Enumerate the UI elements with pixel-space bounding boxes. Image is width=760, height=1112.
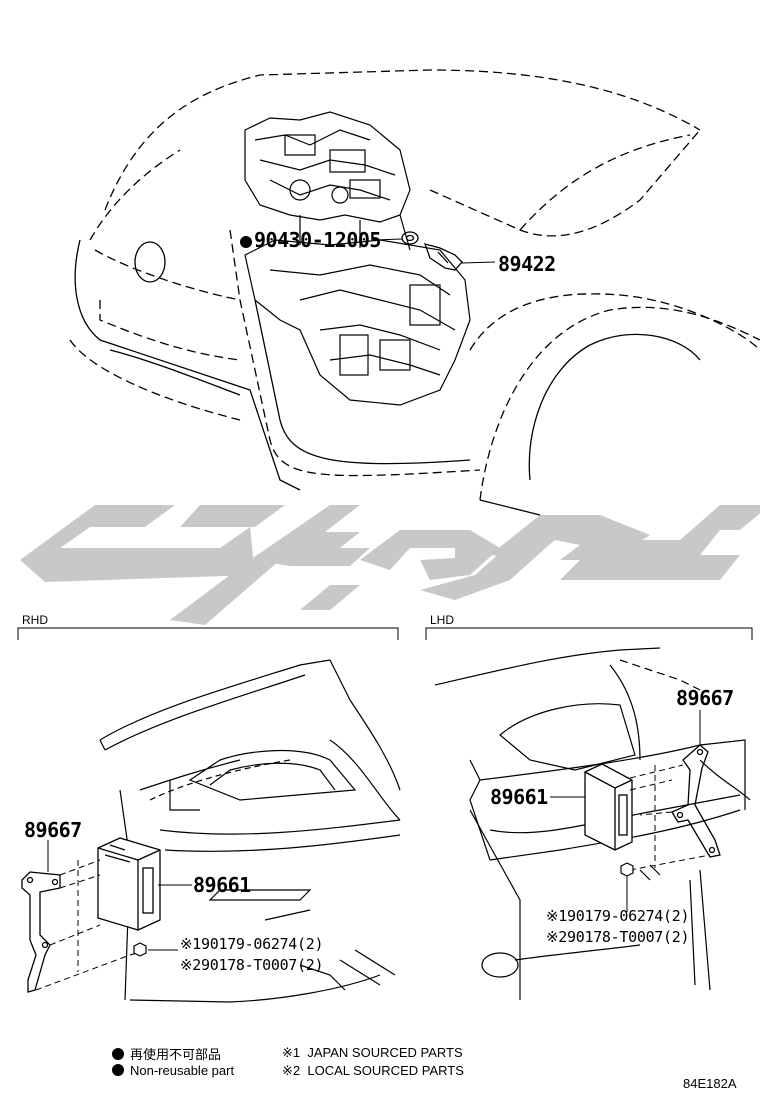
lhd-nut2-mark: ※2 bbox=[546, 928, 567, 946]
nonreusable-dot-icon bbox=[240, 236, 252, 248]
section-frames bbox=[17, 627, 753, 640]
rhd-part-number-ecu: 89661 bbox=[193, 873, 251, 897]
rhd-nut1-part: ※190179-06274(2) bbox=[180, 935, 324, 953]
watermark-logo bbox=[20, 505, 760, 625]
lhd-nut2-part: ※290178-T0007(2) bbox=[546, 928, 690, 946]
legend-dot-icon bbox=[112, 1048, 124, 1060]
legend-mark2: ※2 LOCAL SOURCED PARTS bbox=[282, 1063, 464, 1079]
rhd-nut2-mark: ※2 bbox=[180, 956, 201, 974]
lhd-nut bbox=[620, 862, 634, 877]
rhd-nut2-part: ※290178-T0007(2) bbox=[180, 956, 324, 974]
legend-nonreusable-jp: 再使用不可部品 bbox=[112, 1044, 221, 1063]
legend-nonreusable-en-text: Non-reusable part bbox=[130, 1063, 235, 1078]
rhd-nut1-mark: ※1 bbox=[180, 935, 201, 953]
lhd-nut1-part-text: 90179-06274(2) bbox=[567, 907, 690, 925]
rhd-nut2-part-text: 90178-T0007(2) bbox=[201, 956, 324, 974]
rhd-ecu-drawing bbox=[97, 837, 161, 931]
rhd-leader-lines bbox=[47, 840, 192, 951]
legend-mark1: ※1 JAPAN SOURCED PARTS bbox=[282, 1045, 463, 1061]
legend-mark1-symbol: ※1 bbox=[282, 1045, 301, 1060]
rhd-interior-illustration bbox=[99, 659, 401, 1003]
legend-mark2-symbol: ※2 bbox=[282, 1063, 301, 1078]
legend-nonreusable-jp-text: 再使用不可部品 bbox=[130, 1047, 222, 1062]
engine-assembly bbox=[244, 111, 471, 406]
lhd-nut2-part-text: 90178-T0007(2) bbox=[567, 928, 690, 946]
part-number-speed-sensor: 89422 bbox=[498, 252, 556, 276]
lhd-part-number-ecu: 89661 bbox=[490, 785, 548, 809]
figure-code: 84E182A bbox=[683, 1076, 737, 1091]
rhd-nut1-part-text: 90179-06274(2) bbox=[201, 935, 324, 953]
rhd-bracket-drawing bbox=[21, 871, 61, 993]
lhd-interior-illustration bbox=[434, 647, 751, 1000]
lhd-part-number-bracket: 89667 bbox=[676, 686, 734, 710]
section-label-lhd: LHD bbox=[430, 613, 455, 627]
lhd-nut1-mark: ※1 bbox=[546, 907, 567, 925]
legend-nonreusable-en: Non-reusable part bbox=[112, 1063, 234, 1078]
leader-lines-top bbox=[372, 238, 496, 264]
legend-dot-icon bbox=[112, 1064, 124, 1076]
part-number-bolt-text: 90430-12005 bbox=[254, 228, 381, 252]
legend-mark1-text: JAPAN SOURCED PARTS bbox=[307, 1045, 463, 1060]
part-number-bolt: 90430-12005 bbox=[240, 228, 381, 252]
lhd-guide-lines bbox=[629, 764, 711, 871]
lhd-ecu-drawing bbox=[584, 763, 633, 851]
section-label-rhd: RHD bbox=[22, 613, 48, 627]
vehicle-front-illustration bbox=[69, 69, 760, 516]
legend-mark2-text: LOCAL SOURCED PARTS bbox=[307, 1063, 464, 1078]
lhd-nut1-part: ※190179-06274(2) bbox=[546, 907, 690, 925]
lhd-leader-lines bbox=[550, 710, 701, 912]
rhd-nut bbox=[133, 942, 147, 957]
speed-sensor-assembly bbox=[401, 231, 463, 271]
rhd-part-number-bracket: 89667 bbox=[24, 818, 82, 842]
lhd-bracket-drawing bbox=[671, 744, 721, 858]
